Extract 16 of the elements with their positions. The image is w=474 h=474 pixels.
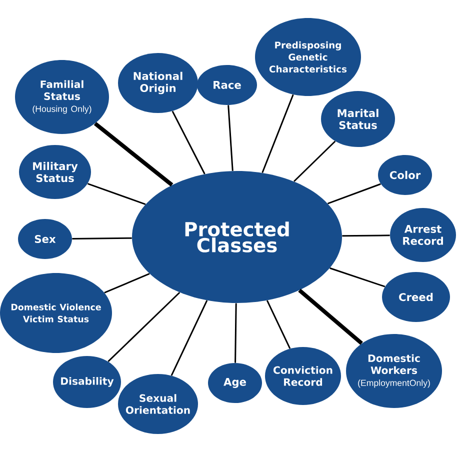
connector-line: [104, 273, 150, 294]
connector-line: [172, 110, 206, 174]
connector-line: [108, 292, 180, 362]
connector-line: [294, 140, 336, 182]
connector-line: [72, 237, 132, 240]
connector-line: [327, 183, 381, 204]
connector-line: [342, 234, 390, 237]
connector-line: [170, 300, 208, 376]
connector-line: [228, 105, 234, 171]
connector-line: [87, 182, 146, 206]
connector-line: [266, 300, 291, 349]
connector-line: [298, 288, 363, 345]
connector-line: [94, 122, 174, 187]
connector-line: [330, 267, 386, 288]
connector-line: [262, 94, 294, 174]
connector-line: [234, 303, 237, 363]
